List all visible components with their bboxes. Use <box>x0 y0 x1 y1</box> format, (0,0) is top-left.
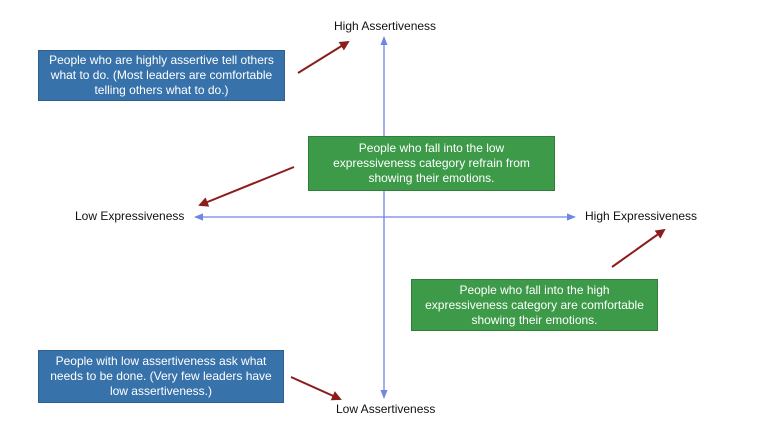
pointer-arrow-high-expressiveness <box>611 228 666 268</box>
axis-label-low-assertiveness: Low Assertiveness <box>336 402 436 416</box>
callout-low-assertiveness: People with low assertiveness ask what n… <box>38 350 284 403</box>
callout-low-expressiveness: People who fall into the low expressiven… <box>308 136 555 191</box>
pointer-arrow-high-assertiveness <box>297 40 350 74</box>
axis-label-high-assertiveness: High Assertiveness <box>334 19 437 33</box>
pointer-arrow-low-assertiveness <box>290 376 342 401</box>
callout-high-expressiveness: People who fall into the high expressive… <box>411 279 658 331</box>
callout-high-assertiveness: People who are highly assertive tell oth… <box>38 50 285 101</box>
axis-label-low-expressiveness: Low Expressiveness <box>75 209 185 223</box>
axis-label-high-expressiveness: High Expressiveness <box>585 209 698 223</box>
pointer-arrow-low-expressiveness <box>198 166 295 207</box>
